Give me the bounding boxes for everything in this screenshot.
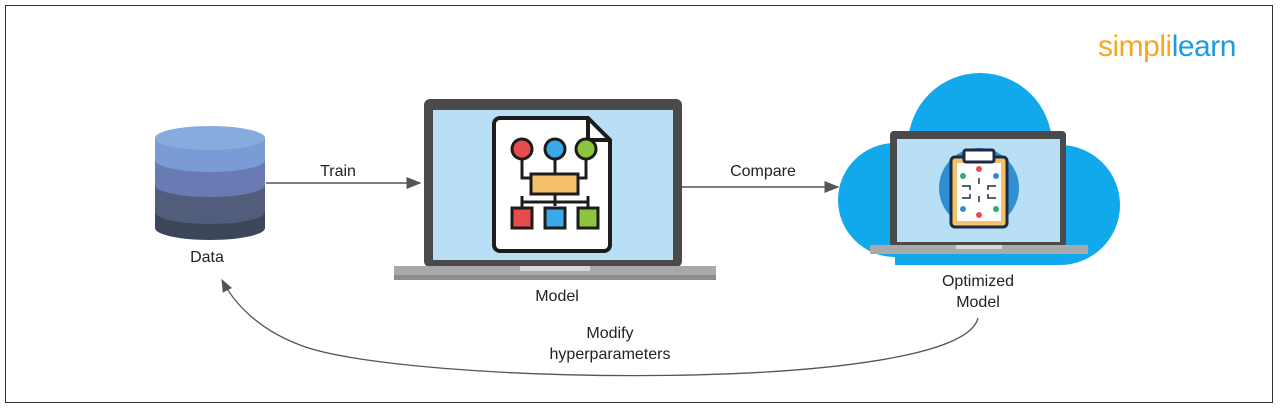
- laptop-optimized-icon: [870, 131, 1088, 254]
- train-label: Train: [320, 163, 356, 180]
- data-label: Data: [190, 249, 224, 266]
- diagram-frame: [5, 5, 1273, 403]
- simplilearn-logo: simplilearn: [1098, 30, 1236, 63]
- database-icon: [155, 126, 265, 240]
- modify-feedback-arrow: [221, 278, 979, 377]
- compare-label: Compare: [730, 163, 796, 180]
- model-label: Model: [535, 288, 579, 305]
- flowchart-document-icon: [492, 116, 612, 253]
- laptop-model-icon: [394, 99, 716, 280]
